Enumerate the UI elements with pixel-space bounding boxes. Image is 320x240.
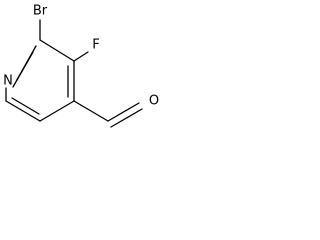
atom-label-oxygen: O (149, 94, 159, 109)
molecule-structure: Br F N O (3, 4, 159, 128)
atom-label-fluorine: F (92, 38, 99, 53)
atom-label-nitrogen: N (3, 74, 13, 89)
double-bond-cho-o (110, 108, 143, 128)
bond-cho-o (107, 102, 140, 122)
bond-c3-f (73, 51, 89, 62)
atom-label-bromine: Br (33, 4, 48, 19)
bond-c2-c3 (39, 39, 75, 62)
bond-c5-c6 (5, 100, 41, 122)
bond-c4-c5 (39, 100, 75, 122)
double-bond-c5-c6 (11, 97, 40, 115)
double-bond-n-c2 (12, 45, 37, 88)
bond-c4-cho (73, 100, 109, 122)
